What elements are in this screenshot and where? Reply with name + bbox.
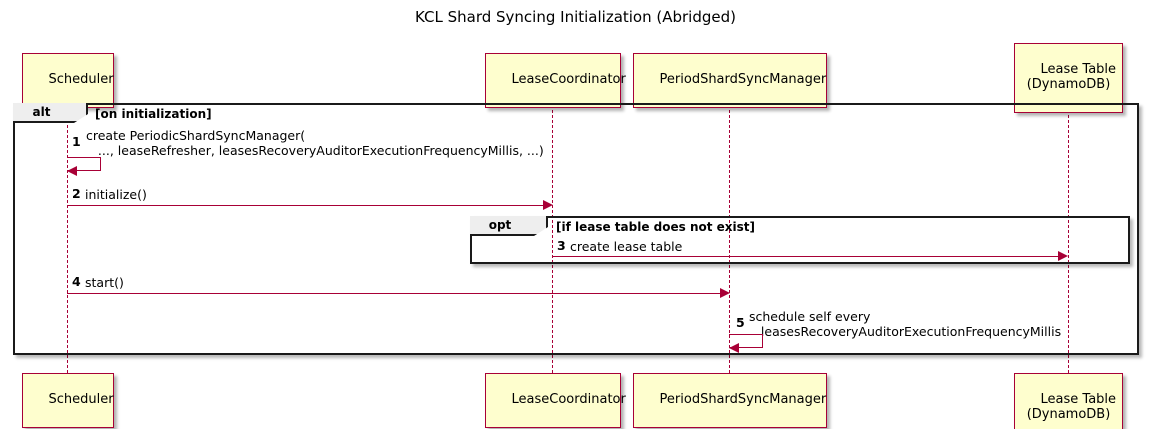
alt-frame xyxy=(13,103,1139,355)
message-3-line xyxy=(552,256,1059,257)
message-3-number: 3 xyxy=(557,238,566,253)
message-1-number: 1 xyxy=(72,134,81,149)
message-4-label: start() xyxy=(85,275,124,290)
participant-label: Lease Table (DynamoDB) xyxy=(1026,391,1117,422)
message-3-arrowhead xyxy=(1058,251,1068,261)
participant-scheduler-bottom[interactable]: Scheduler xyxy=(22,373,114,428)
lifeline-lease-table xyxy=(1068,85,1069,373)
participant-lease-coordinator-bottom[interactable]: LeaseCoordinator xyxy=(485,373,626,428)
message-4-arrowhead xyxy=(720,288,730,298)
participant-label: Scheduler xyxy=(48,71,114,87)
participant-label: LeaseCoordinator xyxy=(511,71,626,87)
alt-frame-tab: alt xyxy=(13,103,88,123)
alt-frame-condition: [on initialization] xyxy=(95,107,212,121)
message-2-label: initialize() xyxy=(85,187,147,202)
message-2-arrowhead xyxy=(543,200,553,210)
participant-lease-table-bottom[interactable]: Lease Table (DynamoDB) xyxy=(1014,373,1123,429)
message-5-arrowhead xyxy=(729,343,739,353)
diagram-title: KCL Shard Syncing Initialization (Abridg… xyxy=(415,8,736,26)
participant-label: LeaseCoordinator xyxy=(511,391,626,407)
lifeline-scheduler xyxy=(67,85,68,373)
message-1-label: create PeriodicShardSyncManager( ..., le… xyxy=(86,128,544,159)
message-1-arrowhead xyxy=(67,166,77,176)
opt-frame xyxy=(470,216,1130,264)
participant-label: Lease Table (DynamoDB) xyxy=(1026,61,1117,92)
message-5-self-loop xyxy=(729,334,763,348)
participant-label: PeriodShardSyncManager xyxy=(659,391,827,407)
opt-frame-tab: opt xyxy=(470,216,548,236)
lifeline-lease-coordinator xyxy=(552,85,553,373)
message-1-self-loop xyxy=(67,157,101,171)
message-2-number: 2 xyxy=(72,186,81,201)
participant-label: Scheduler xyxy=(48,391,114,407)
message-4-line xyxy=(67,293,721,294)
lifeline-period-shard-sync-manager xyxy=(729,85,730,373)
message-3-label: create lease table xyxy=(570,239,683,254)
message-2-line xyxy=(67,205,544,206)
opt-frame-condition: [if lease table does not exist] xyxy=(556,220,756,234)
participant-lease-coordinator-top[interactable]: LeaseCoordinator xyxy=(485,53,626,108)
participant-period-shard-sync-manager-top[interactable]: PeriodShardSyncManager xyxy=(633,53,827,108)
message-5-number: 5 xyxy=(736,315,745,330)
participant-label: PeriodShardSyncManager xyxy=(659,71,827,87)
opt-frame-tab-label: opt xyxy=(488,218,512,232)
message-4-number: 4 xyxy=(72,274,81,289)
participant-scheduler-top[interactable]: Scheduler xyxy=(22,53,114,108)
alt-frame-tab-label: alt xyxy=(32,105,51,119)
message-5-label: schedule self every leasesRecoveryAudito… xyxy=(749,309,1062,340)
participant-lease-table-top[interactable]: Lease Table (DynamoDB) xyxy=(1014,43,1123,113)
participant-period-shard-sync-manager-bottom[interactable]: PeriodShardSyncManager xyxy=(633,373,827,428)
